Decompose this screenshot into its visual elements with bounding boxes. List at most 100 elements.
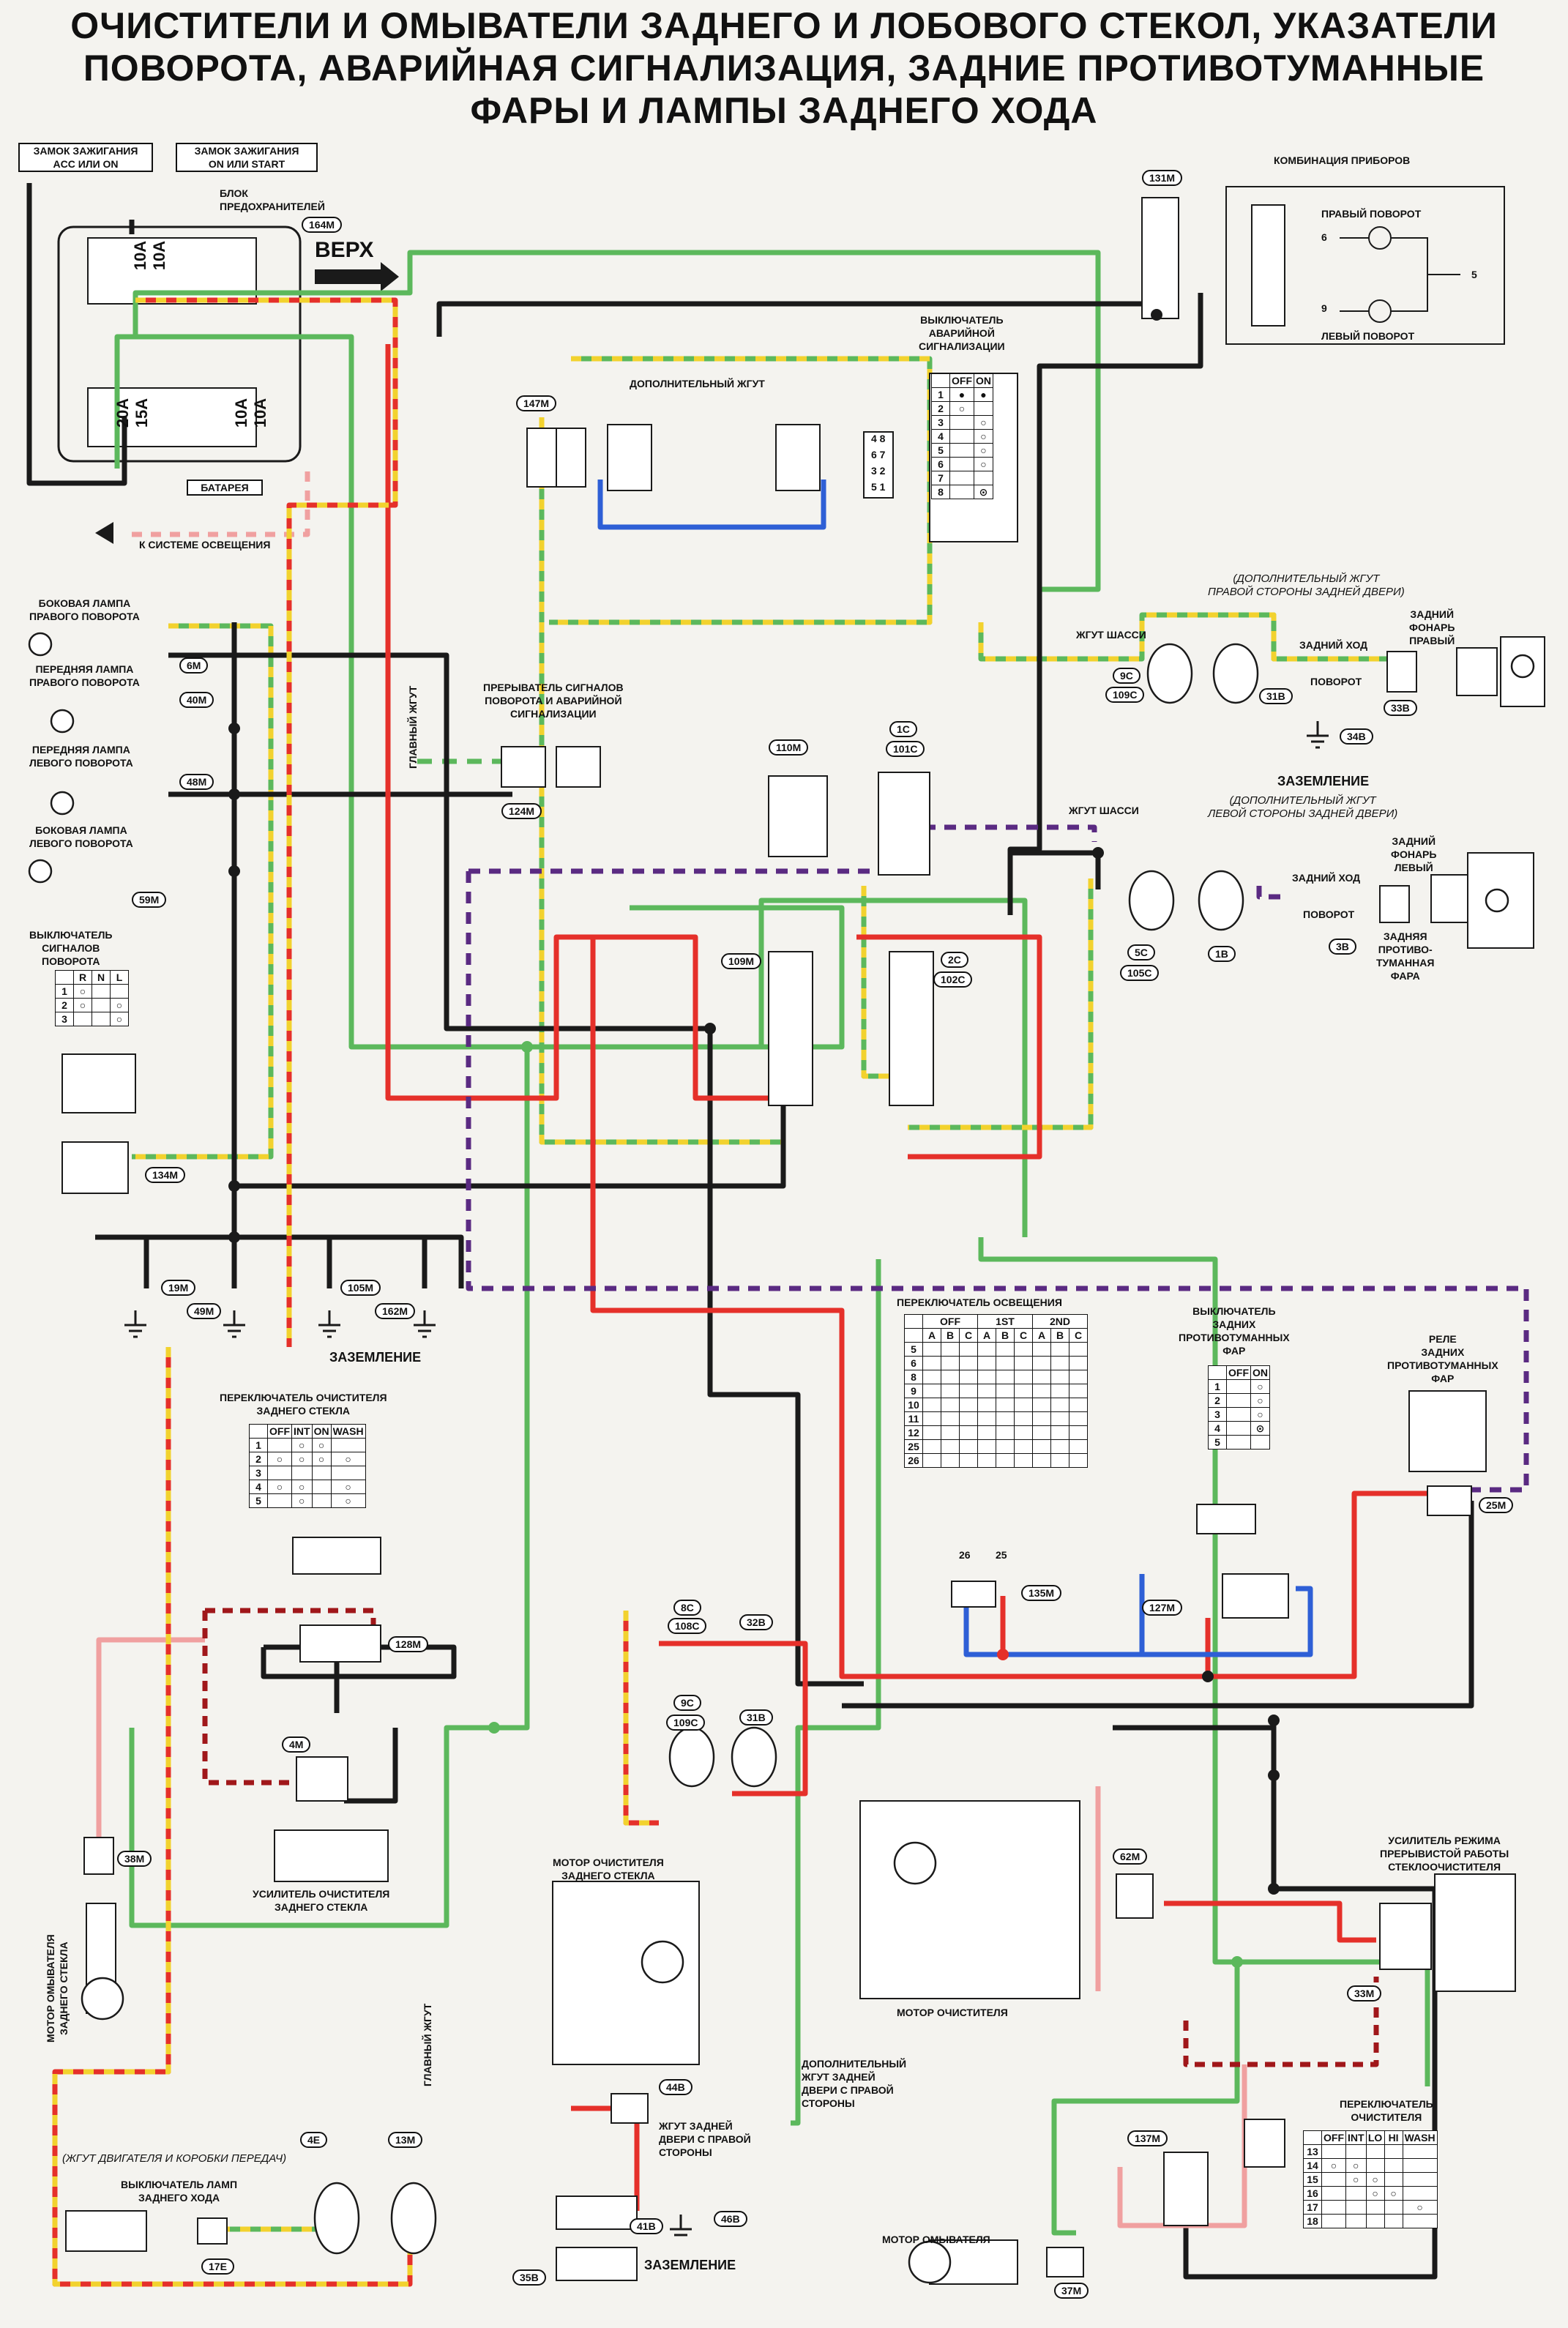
pin-9: 9 (1321, 302, 1327, 314)
wire-pink-battery (132, 469, 310, 537)
connector-17e: 17E (201, 2258, 234, 2275)
wire-red-amp (1164, 1900, 1376, 1943)
rear-left-lamp-label: ЗАДНИЙ ФОНАРЬ ЛЕВЫЙ (1391, 835, 1437, 873)
connector-102c: 102C (933, 971, 973, 988)
block-turn (61, 1053, 136, 1113)
block-44b (611, 2093, 649, 2124)
rw-r2: 2 (249, 1452, 268, 1466)
cluster-connector (1251, 204, 1285, 327)
ls-r: 25 (904, 1439, 923, 1454)
block-amp-rear (274, 1829, 389, 1882)
block-127m (1222, 1573, 1289, 1619)
dot (704, 1023, 716, 1034)
fuse-10a-2: 10A (150, 240, 169, 271)
hz-c (949, 415, 974, 430)
hz-h-on: ON (974, 373, 993, 388)
block-4m (296, 1756, 348, 1802)
oval-9c-b (668, 1726, 715, 1788)
hz-c (949, 457, 974, 471)
rw-h-on: ON (311, 1424, 332, 1439)
block-35b (556, 2247, 638, 2281)
connector-35b: 35B (512, 2269, 546, 2286)
ground-19m (124, 1310, 146, 1338)
to-lighting-label: К СИСТЕМЕ ОСВЕЩЕНИЯ (139, 539, 271, 551)
oval-connectors (81, 643, 1259, 2284)
bulb-rear-left (1485, 888, 1509, 913)
connector-164m: 164M (302, 217, 343, 233)
dot (488, 1722, 500, 1734)
wire-black-chassis (1010, 850, 1101, 889)
fs-h0 (1208, 1365, 1227, 1380)
ls-r: 12 (904, 1425, 923, 1440)
pins-row-3: 3 2 (871, 465, 886, 477)
hazard-switch-label: ВЫКЛЮЧАТЕЛЬ АВАРИЙНОЙ СИГНАЛИЗАЦИИ (919, 314, 1005, 352)
rw-c (291, 1466, 313, 1480)
fuse-10a-4: 10A (251, 398, 270, 428)
dot (1231, 1956, 1243, 1968)
ls-s: C (1069, 1328, 1088, 1343)
block-110m (768, 775, 828, 857)
bulb-front-left (50, 791, 75, 816)
ws-r: 18 (1303, 2214, 1322, 2228)
block-rear-right-lamp (1456, 647, 1498, 696)
rw-c (311, 1480, 332, 1494)
connector-46b: 46B (714, 2211, 747, 2227)
wire-black-hazard (1007, 293, 1203, 915)
connector-37m: 37M (1054, 2283, 1089, 2299)
hz-h-off: OFF (949, 373, 974, 388)
ts-h0 (55, 970, 74, 985)
dot (228, 1180, 240, 1192)
ground-105m (318, 1310, 340, 1338)
ls-s: C (959, 1328, 978, 1343)
extra-harness-label: ДОПОЛНИТЕЛЬНЫЙ ЖГУТ (630, 378, 765, 389)
rw-h-int: INT (291, 1424, 313, 1439)
rw-c (267, 1466, 292, 1480)
block-wiper-pins (1244, 2119, 1285, 2168)
hz-c (949, 471, 974, 485)
to-lighting-arrow (95, 522, 113, 544)
fs-r: 4 (1208, 1421, 1227, 1436)
hz-c: ● (974, 387, 993, 402)
motor-rear-washer (81, 1977, 124, 2021)
rw-h0 (249, 1424, 268, 1439)
wire-black-col (231, 622, 786, 1189)
connector-48m: 48M (179, 774, 214, 790)
ls-h0 (904, 1314, 923, 1329)
bulb-side-right (28, 632, 53, 657)
wire-purple (466, 868, 1529, 1493)
rw-h-off: OFF (267, 1424, 292, 1439)
oval-31b (1212, 643, 1259, 704)
rw-c: ○ (330, 1452, 366, 1466)
turn-label-2: ПОВОРОТ (1303, 909, 1355, 920)
ts-c (92, 998, 111, 1012)
block-2c (889, 951, 934, 1106)
ws-h-off: OFF (1321, 2130, 1346, 2145)
wire-blue-fog (963, 1574, 1313, 1657)
rw-h-wash: WASH (330, 1424, 366, 1439)
rear-wiper-amp-label: УСИЛИТЕЛЬ ОЧИСТИТЕЛЯ ЗАДНЕГО СТЕКЛА (253, 1888, 390, 1913)
connector-105m: 105M (340, 1280, 381, 1296)
fuse-block-label: БЛОК ПРЕДОХРАНИТЕЛЕЙ (220, 187, 325, 212)
ls-r: 6 (904, 1356, 923, 1370)
pins-row-2: 6 7 (871, 449, 886, 460)
ls-s: B (1050, 1328, 1069, 1343)
wire-green-lower (791, 1259, 881, 2126)
ts-c (110, 984, 129, 999)
ground-label-bottom: ЗАЗЕМЛЕНИЕ (644, 2258, 736, 2272)
bulb-side-left (28, 859, 53, 884)
connector-128m: 128M (388, 1636, 429, 1652)
ls-r: 11 (904, 1411, 923, 1426)
connector-124m: 124M (501, 803, 542, 819)
connector-5c: 5C (1127, 944, 1155, 960)
block-engine-switch (65, 2210, 147, 2252)
rw-c: ○ (291, 1438, 313, 1452)
hz-h0 (931, 373, 950, 388)
wire-black-main (168, 652, 713, 1325)
block-147m-right (556, 428, 586, 488)
wire-black-wiper-amp (261, 1644, 457, 1804)
hz-c: ○ (974, 457, 993, 471)
wire-yg-chassis-dash (978, 612, 1391, 662)
